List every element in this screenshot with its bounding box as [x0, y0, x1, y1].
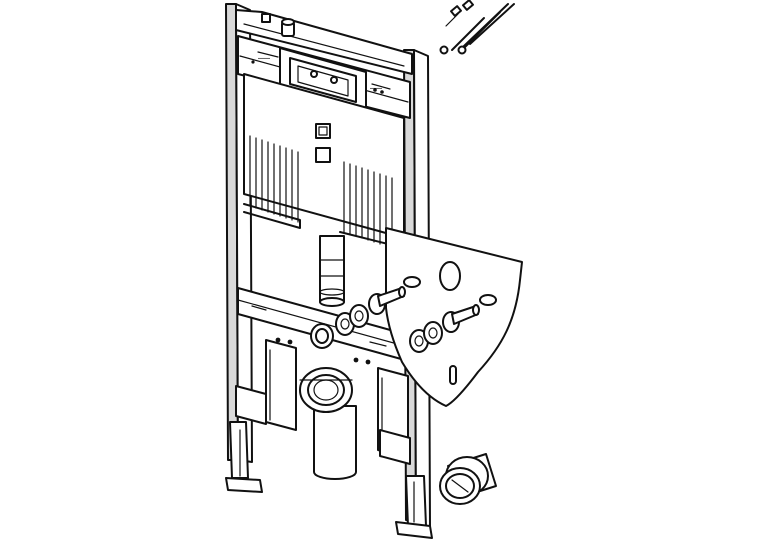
- flush-pipe: [319, 235, 345, 307]
- water-inlet-valve: [261, 13, 295, 37]
- frame-right-marking: ——: [370, 86, 382, 92]
- washer-set-right: [409, 304, 480, 353]
- waste-pipe-bend: [299, 367, 357, 480]
- washer-set-left: [335, 286, 406, 336]
- drain-connector-sleeve: [439, 453, 497, 505]
- frame-left-marking: ——: [258, 56, 270, 62]
- threaded-rods: [439, 0, 515, 55]
- support-legs: [225, 339, 433, 539]
